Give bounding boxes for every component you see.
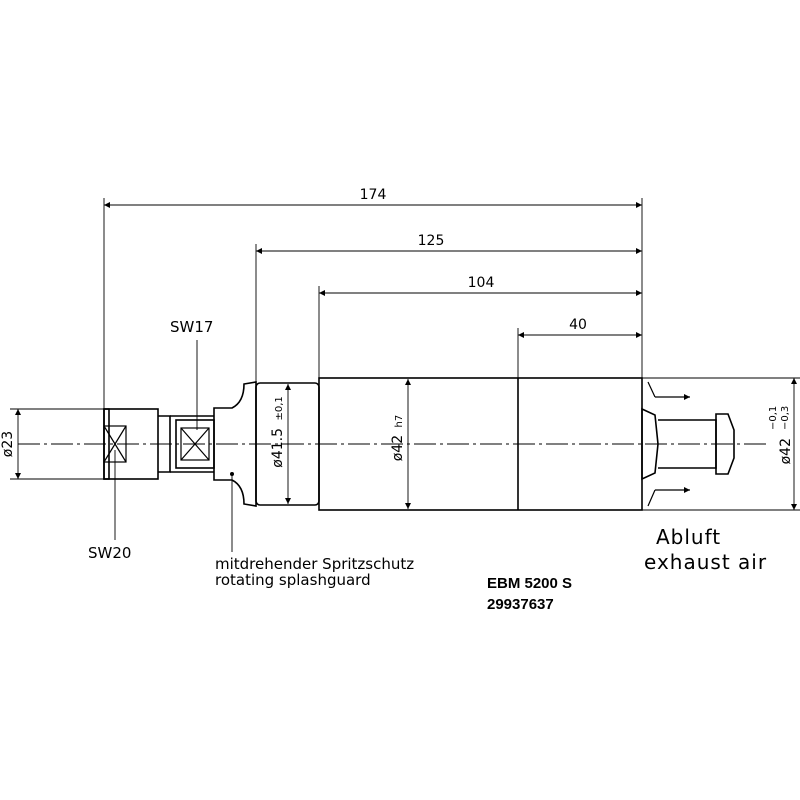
- label-sw17: SW17: [170, 318, 213, 336]
- label-splash-de: mitdrehender Spritzschutz: [215, 555, 414, 573]
- dim-dia-41-5: ø41.5 ±0,1: [270, 396, 286, 468]
- splashguard: [213, 381, 257, 507]
- horizontal-dimension-lines: [104, 202, 642, 338]
- dim-dia-42-fit: h7: [394, 415, 405, 428]
- spindle-outline: [103, 377, 735, 511]
- svg-text:ø42 h7: ø42 h7: [390, 415, 406, 462]
- collet-nut-chamfer: [103, 408, 110, 480]
- dim-dia-42-value: ø42: [390, 435, 406, 461]
- rear-hex-nut: [641, 407, 659, 481]
- fitting-end: [715, 413, 735, 475]
- dim-dia-42-right-lower: −0,3: [780, 406, 791, 430]
- dim-dia-42-right: ø42 −0,1 −0,3: [768, 406, 794, 465]
- dim-dia-42-right-value: ø42: [778, 438, 794, 464]
- shaft: [158, 415, 171, 473]
- dim-dia-42-right-upper: −0,1: [768, 406, 779, 430]
- vertical-dimension-lines: [15, 378, 797, 510]
- dim-dia-23: ø23: [0, 431, 16, 457]
- svg-text:ø41.5 ±0,1: ø41.5 ±0,1: [270, 396, 286, 468]
- dim-dia-41-5-tol: ±0,1: [274, 396, 285, 420]
- label-exhaust-de: Abluft: [656, 525, 721, 549]
- dim-174: 174: [360, 187, 387, 203]
- model-name: EBM 5200 S: [487, 575, 572, 592]
- exhaust-arrows: [647, 381, 690, 507]
- label-splash-en: rotating splashguard: [215, 571, 371, 589]
- leader-lines: [114, 340, 233, 552]
- dim-dia-42-h7: ø42 h7: [390, 415, 406, 462]
- dim-104: 104: [468, 275, 495, 291]
- label-exhaust-en: exhaust air: [644, 550, 767, 574]
- extension-lines: [10, 198, 800, 511]
- dim-dia-41-5-value: ø41.5: [270, 428, 286, 468]
- model-number: 29937637: [487, 596, 554, 613]
- dim-125: 125: [418, 233, 445, 249]
- label-sw20: SW20: [88, 544, 131, 562]
- dim-40: 40: [569, 317, 587, 333]
